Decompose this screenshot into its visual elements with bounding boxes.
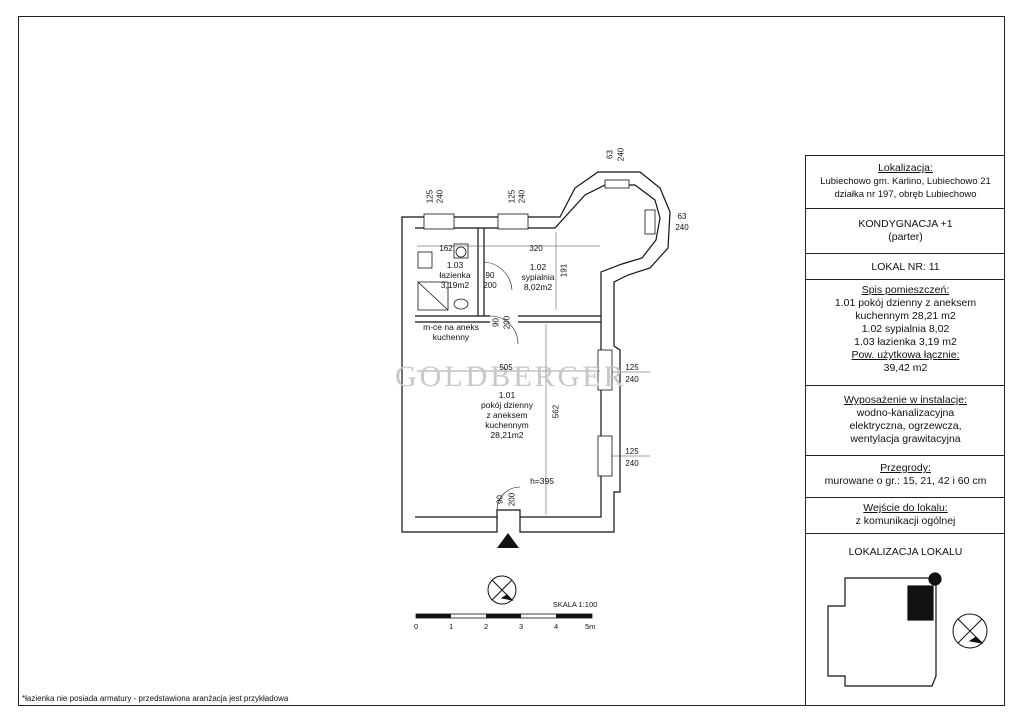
win3-63: 63 [605,150,615,159]
scale-tick-4: 4 [554,622,559,631]
lokal-number: LOKAL NR: 11 [871,261,940,273]
spis-line3: 1.02 sypialnia 8,02 [861,323,950,335]
entry-door-90: 90 [495,495,505,504]
kondygnacja-line1: KONDYGNACJA +1 [858,218,953,230]
przegrody-value: murowane o gr.: 15, 21, 42 i 60 cm [824,475,987,487]
spis-line1: 1.01 pokój dzienny z aneksem [834,297,977,309]
pow-value: 39,42 m2 [883,362,928,374]
scale-label: SKALA 1:100 [552,600,598,609]
watermark: GOLDBERGER [395,360,627,393]
win1-240: 240 [435,189,445,204]
entrance-arrow [497,533,519,548]
dim-562: 562 [551,404,561,419]
dim-191: 191 [559,263,569,278]
entry-door-200: 200 [507,492,517,507]
north-arrow-small-icon [952,613,988,649]
win1-125: 125 [425,189,435,204]
win3-240: 240 [616,147,626,162]
dim-320: 320 [529,244,543,253]
win4-63: 63 [677,212,687,221]
win6-125: 125 [625,447,639,456]
spis-title: Spis pomieszczeń: [861,284,950,296]
dimension-lines [417,232,650,515]
wejscie-title: Wejście do lokalu: [863,502,948,514]
win6-240: 240 [625,459,639,468]
win4-240: 240 [675,223,689,232]
win2-125: 125 [507,189,517,204]
win2-240: 240 [517,189,527,204]
outer-walls [401,171,671,533]
kondygnacja-line2: (parter) [888,231,923,243]
partitions [415,228,601,323]
scale-tick-1: 1 [449,622,454,631]
section-lokalizacja: Lokalizacja: Lubiechowo gm. Karlino, Lub… [806,156,1005,209]
win5-240: 240 [625,375,639,384]
door102-90: 90 [485,271,495,280]
ceiling-height: h=395 [530,476,554,486]
scale-tick-0: 0 [414,622,419,631]
wejscie-value: z komunikacji ogólnej [855,515,956,527]
section-kondygnacja: KONDYGNACJA +1 (parter) [806,209,1005,254]
scale-bar [415,613,593,619]
lokalizacja-lokalu-title: LOKALIZACJA LOKALU [848,546,963,558]
door102-200: 200 [483,281,497,290]
door101-200: 200 [502,315,512,330]
scale-tick-3: 3 [519,622,524,631]
wyp-line2: elektryczna, ogrzewcza, [849,420,962,432]
section-przegrody: Przegrody: murowane o gr.: 15, 21, 42 i … [806,456,1005,498]
win5-125: 125 [625,363,639,372]
info-panel: Lokalizacja: Lubiechowo gm. Karlino, Lub… [805,155,1005,705]
dim-162: 162 [439,244,453,253]
lokalizacja-line2: działka nr 197, obręb Lubiechowo [834,189,977,200]
north-arrow-icon [487,575,517,605]
spis-line4: 1.03 łazienka 3,19 m2 [854,336,957,348]
lokalizacja-line1: Lubiechowo gm. Karlino, Lubiechowo 21 [820,176,991,187]
pow-title: Pow. użytkowa łącznie: [851,349,960,361]
wyp-title: Wyposażenie w instalacje: [843,394,968,406]
footnote: *łazienka nie posiada armatury - przedst… [22,694,289,703]
przegrody-title: Przegrody: [880,462,931,474]
section-lokal: LOKAL NR: 11 [806,254,1005,280]
wyp-line3: wentylacja grawitacyjna [850,433,961,445]
door101-90: 90 [491,318,501,327]
drawing-frame [18,16,1005,706]
windows [423,179,656,477]
scale-tick-5: 5m [585,622,596,631]
wyp-line1: wodno-kanalizacyjna [856,407,955,419]
scale-tick-2: 2 [484,622,489,631]
section-wyposazenie: Wyposażenie w instalacje: wodno-kanaliza… [806,386,1005,456]
section-wejscie: Wejście do lokalu: z komunikacji ogólnej [806,498,1005,534]
location-map [827,572,942,687]
dim-505: 505 [499,363,513,372]
lokalizacja-title: Lokalizacja: [878,162,933,174]
bathroom-fixtures [417,243,469,311]
section-spis: Spis pomieszczeń: 1.01 pokój dzienny z a… [806,280,1005,386]
door-swings [483,261,521,511]
spis-line2: kuchennym 28,21 m2 [855,310,956,322]
